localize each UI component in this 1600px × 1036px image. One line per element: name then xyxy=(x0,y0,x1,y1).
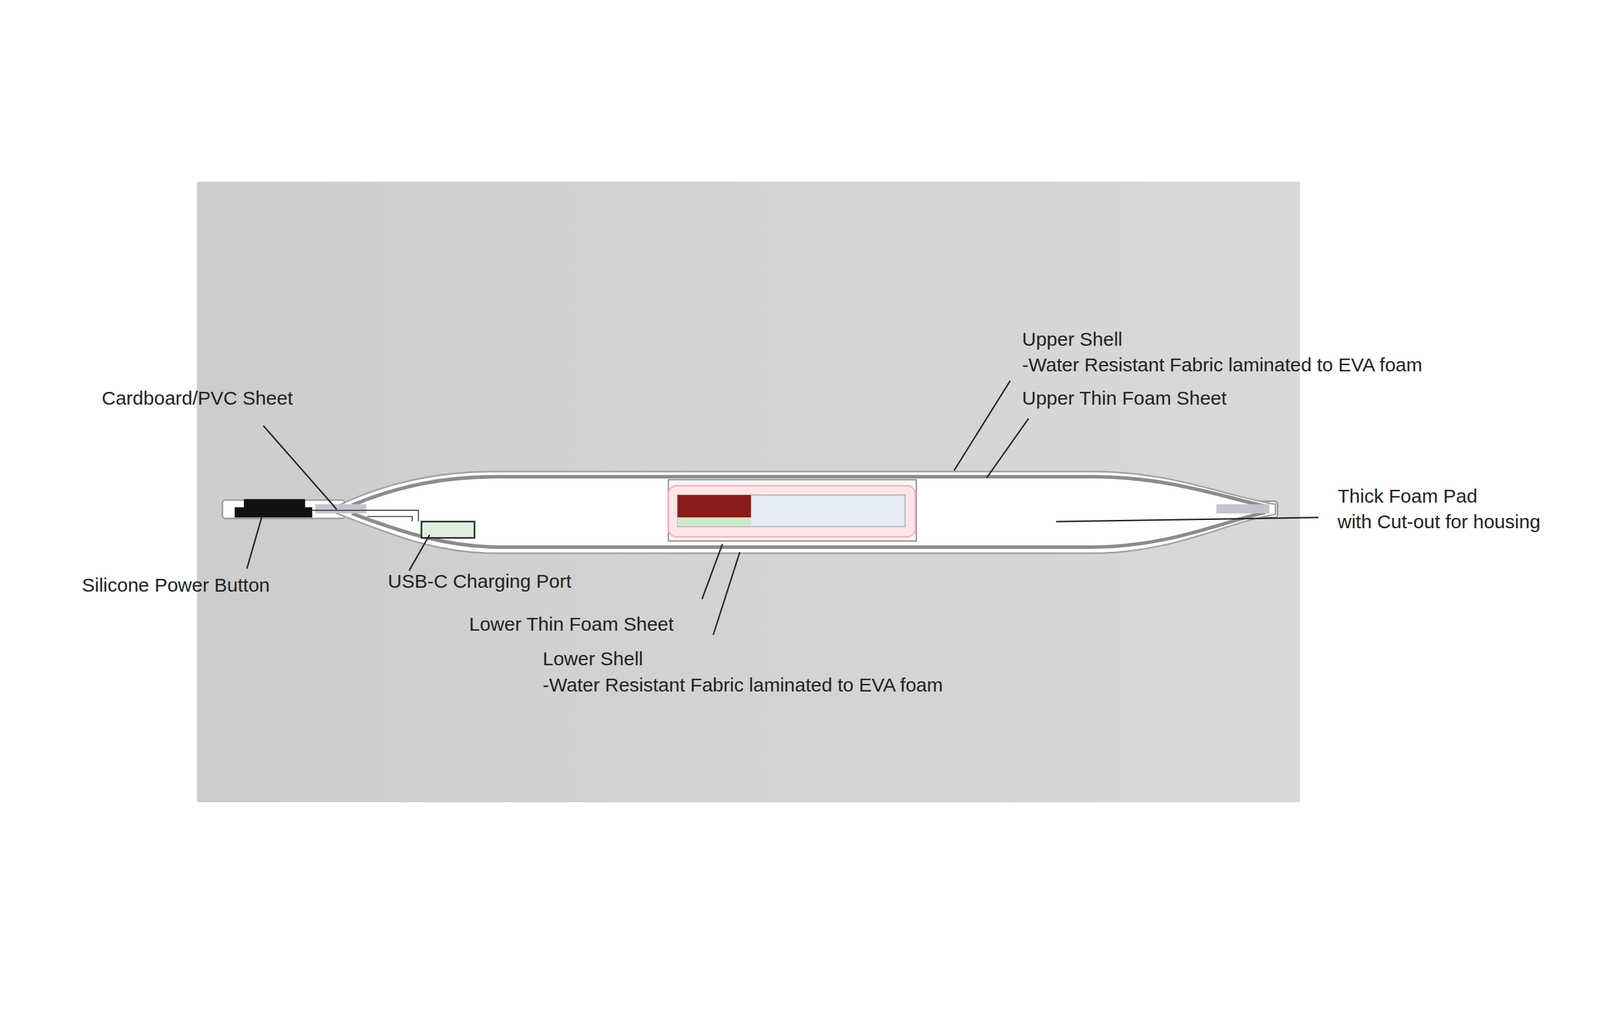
leader-line xyxy=(702,544,723,600)
housing-cutout xyxy=(668,479,916,541)
part-label: with Cut-out for housing xyxy=(1337,510,1541,534)
battery xyxy=(677,494,906,527)
circuit-board xyxy=(677,494,752,518)
ribbon-cable xyxy=(312,510,419,522)
leader-line xyxy=(986,418,1029,478)
part-label: Lower Thin Foam Sheet xyxy=(469,612,674,636)
part-label: Cardboard/PVC Sheet xyxy=(101,386,294,410)
power-button xyxy=(243,499,306,509)
leader-line xyxy=(408,534,430,571)
part-label: Silicone Power Button xyxy=(81,573,271,597)
part-label: Upper Thin Foam Sheet xyxy=(1022,386,1227,410)
pvc-sheet xyxy=(1216,503,1270,513)
leader-line xyxy=(263,425,337,510)
board-strip xyxy=(677,517,752,526)
part-label: USB-C Charging Port xyxy=(387,569,572,593)
pvc-sheet xyxy=(315,503,367,513)
part-label: Lower Shell xyxy=(542,647,644,671)
ribbon-cable xyxy=(367,516,413,522)
part-label: -Water Resistant Fabric laminated to EVA… xyxy=(1022,353,1423,377)
outer-shell xyxy=(336,471,1276,553)
background-panel xyxy=(197,181,1301,802)
leader-line xyxy=(1056,517,1319,521)
part-label: Thick Foam Pad xyxy=(1337,484,1478,508)
housing xyxy=(668,485,916,537)
part-label: -Water Resistant Fabric laminated to EVA… xyxy=(542,673,943,697)
leader-line xyxy=(712,551,740,635)
power-button-base xyxy=(234,506,313,518)
leader-line xyxy=(247,515,263,569)
part-label: Upper Shell xyxy=(1022,327,1123,351)
